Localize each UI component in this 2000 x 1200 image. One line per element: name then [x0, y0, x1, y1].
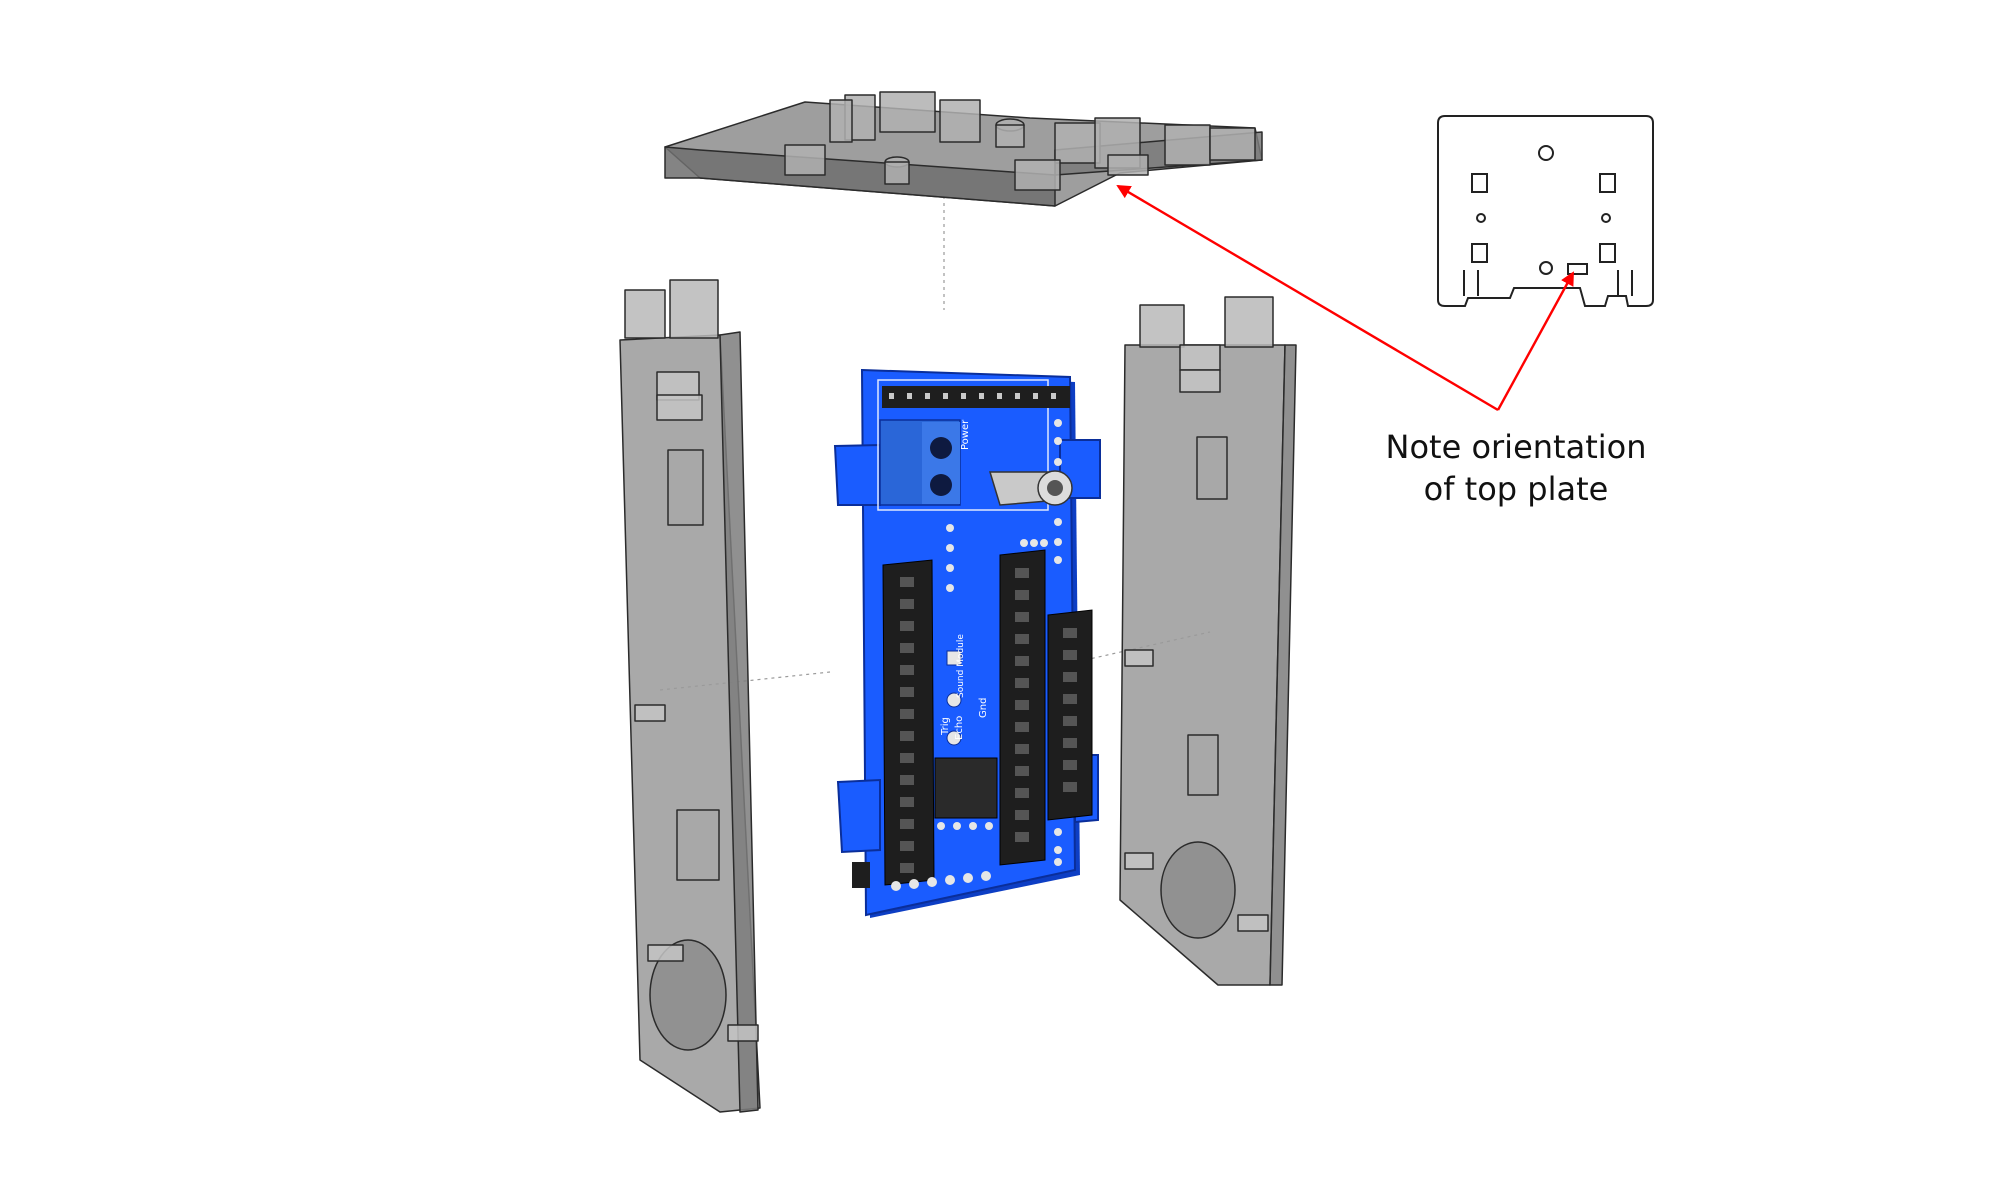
callout-text-line1: Note orientation [1386, 428, 1647, 466]
pcb-board: Power [833, 368, 1101, 918]
top-plate-orientation-inset [1437, 115, 1654, 307]
top-plate [664, 91, 1263, 207]
standoff [988, 470, 1073, 506]
label-power: Power [960, 419, 971, 450]
label-gnd: Gnd [978, 698, 989, 718]
callout-text-line2: of top plate [1424, 470, 1609, 508]
left-side-panel [619, 279, 761, 1113]
label-sound-module: Sound Module [956, 634, 966, 698]
callout-arrows [1116, 184, 1575, 412]
power-terminal-block [879, 419, 961, 506]
label-echo: Echo [954, 716, 965, 740]
right-side-panel [1119, 296, 1297, 986]
label-trig: Trig [940, 717, 951, 736]
